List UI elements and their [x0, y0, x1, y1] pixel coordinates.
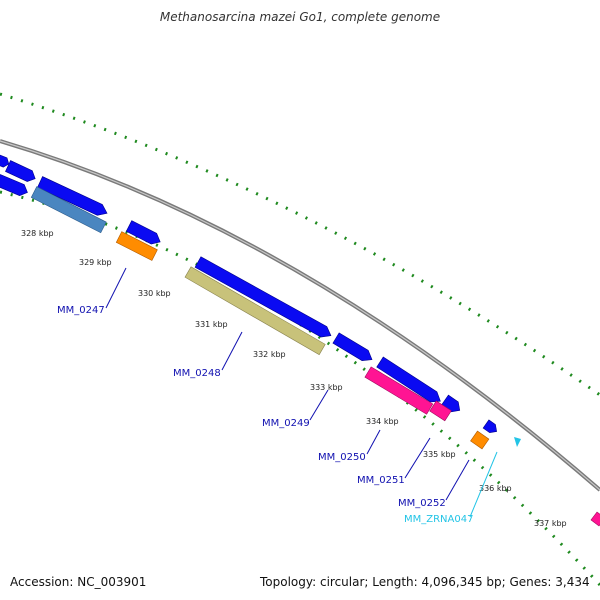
map-title: Methanosarcina mazei Go1, complete genom…: [159, 10, 441, 24]
leader-line: [221, 331, 243, 371]
scale-label: 331 kbp: [195, 320, 228, 329]
scale-label: 336 kbp: [479, 484, 512, 493]
gene-arrow[interactable]: [0, 152, 11, 168]
gene-bar-steelblue[interactable]: [30, 186, 107, 234]
leader-line: [309, 389, 329, 421]
topology-text: Topology: circular; Length: 4,096,345 bp…: [260, 575, 590, 589]
leader-line: [404, 437, 431, 479]
scale-label: 332 kbp: [253, 350, 286, 359]
gene-label[interactable]: MM_0247: [57, 305, 105, 316]
gene-arrow[interactable]: [482, 419, 499, 436]
gene-arrow[interactable]: [376, 356, 444, 406]
scale-label: 333 kbp: [310, 383, 343, 392]
gene-bar-olive[interactable]: [184, 266, 326, 356]
gene-bar-magenta[interactable]: [429, 400, 452, 422]
rna-marker[interactable]: [514, 437, 521, 447]
gene-bar-magenta[interactable]: [364, 366, 434, 415]
gene-bar-orange[interactable]: [470, 430, 490, 450]
gene-arrow[interactable]: [332, 332, 375, 365]
inner-tick-ring: [0, 190, 600, 587]
leader-line: [445, 459, 470, 501]
scale-label: 329 kbp: [79, 258, 112, 267]
gene-arrow[interactable]: [5, 160, 37, 185]
scale-label: 334 kbp: [366, 417, 399, 426]
rna-label[interactable]: MM_ZRNA047: [404, 514, 473, 525]
reverse-genes: [30, 186, 600, 527]
scale-label: 335 kbp: [423, 450, 456, 459]
gene-bar-orange[interactable]: [115, 231, 158, 261]
scale-labels: 328 kbp 329 kbp 330 kbp 331 kbp 332 kbp …: [21, 229, 567, 528]
accession-text: Accession: NC_003901: [10, 575, 147, 589]
gene-arrow[interactable]: [125, 220, 163, 248]
gene-label[interactable]: MM_0248: [173, 368, 221, 379]
leader-line: [366, 429, 381, 455]
leader-line: [469, 451, 498, 518]
gene-label[interactable]: MM_0251: [357, 475, 405, 486]
scale-label: 337 kbp: [534, 519, 567, 528]
gene-label[interactable]: MM_0250: [318, 452, 366, 463]
forward-genes: [0, 152, 499, 436]
gene-label[interactable]: MM_0252: [398, 498, 446, 509]
label-leaders: [105, 267, 498, 518]
scale-label: 330 kbp: [138, 289, 171, 298]
gene-arrow[interactable]: [37, 176, 109, 219]
gene-arrow[interactable]: [194, 256, 334, 341]
gene-labels: MM_0247 MM_0248 MM_0249 MM_0250 MM_0251 …: [57, 305, 473, 525]
gene-bar-magenta[interactable]: [590, 511, 600, 527]
leader-line: [105, 267, 127, 309]
outer-tick-ring: [0, 92, 600, 397]
gene-label[interactable]: MM_0249: [262, 418, 310, 429]
gene-arrow[interactable]: [0, 174, 30, 198]
scale-label: 328 kbp: [21, 229, 54, 238]
